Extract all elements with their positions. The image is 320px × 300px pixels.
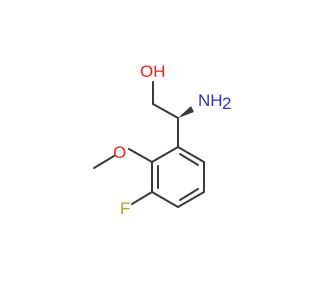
bond-methoxy-methyl <box>93 155 115 169</box>
bond-ring-4 <box>151 191 179 208</box>
bond-ring-fluoro <box>131 191 153 205</box>
bond-ch2-chiral <box>152 103 179 119</box>
atom-label-fluoro: F <box>120 199 130 218</box>
bond-ring-double-1 <box>179 153 199 166</box>
bond-ring-double-2 <box>179 188 199 201</box>
bond-ring-1 <box>177 146 205 163</box>
atom-label-amino: NH <box>198 91 223 110</box>
atom-label-hydroxyl: OH <box>140 62 166 81</box>
atom-labels: OH NH 2 O F <box>113 62 231 218</box>
wedge-bond-amino <box>178 106 194 118</box>
atom-label-methoxy-oxygen: O <box>113 143 126 162</box>
structure-diagram: OH NH 2 O F <box>93 62 231 218</box>
bond-ring-methoxy-o <box>128 148 153 163</box>
bond-ring-3 <box>177 191 205 208</box>
bond-ring-6 <box>151 146 179 163</box>
bond-layer <box>93 81 205 208</box>
atom-label-amino-subscript: 2 <box>222 94 231 113</box>
